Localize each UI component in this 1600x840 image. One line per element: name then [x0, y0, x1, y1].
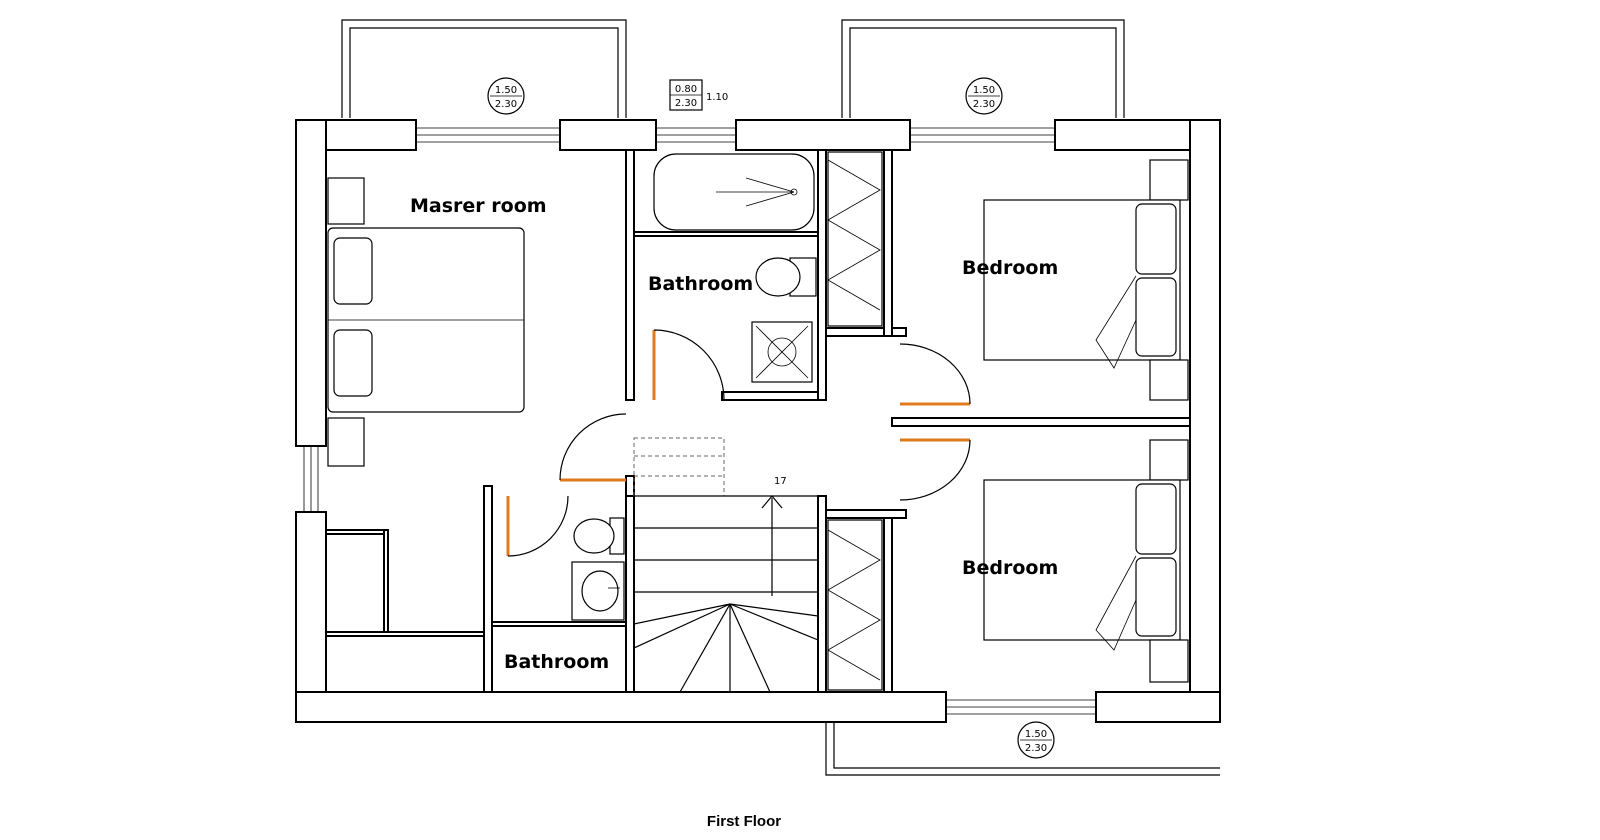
window-tag-bath: 0.80 2.30 1.10	[669, 79, 728, 111]
interior-walls	[325, 149, 1191, 693]
svg-text:1.50: 1.50	[495, 85, 517, 96]
svg-text:1.10: 1.10	[706, 92, 728, 103]
balcony-right	[841, 19, 1125, 118]
bed-lower	[983, 439, 1189, 683]
window-tag-balcony-bottom: 1.50 2.30	[1017, 721, 1055, 759]
svg-text:0.80: 0.80	[675, 84, 697, 95]
windows	[303, 127, 1096, 715]
room-label-bedroom-lower: Bedroom	[962, 557, 1058, 579]
shower-tray	[751, 321, 813, 383]
svg-text:2.30: 2.30	[973, 99, 995, 110]
balcony-bottom	[825, 722, 1220, 776]
bathtub	[653, 153, 815, 231]
wardrobe-lower	[827, 519, 883, 691]
room-label-bathroom-upper: Bathroom	[648, 273, 753, 295]
svg-text:1.50: 1.50	[973, 85, 995, 96]
toilet-upper	[755, 257, 817, 297]
bed-upper	[983, 159, 1189, 401]
staircase: 17	[633, 437, 819, 693]
room-label-master: Masrer room	[410, 195, 547, 217]
svg-text:2.30: 2.30	[675, 98, 697, 109]
plan-caption: First Floor	[707, 813, 781, 830]
svg-text:1.50: 1.50	[1025, 729, 1047, 740]
wardrobe-upper	[827, 151, 883, 327]
exterior-walls	[295, 119, 1221, 723]
svg-text:2.30: 2.30	[1025, 743, 1047, 754]
wash-basin	[571, 561, 625, 621]
doors	[506, 329, 971, 557]
window-tag-balcony-left: 1.50 2.30	[487, 77, 525, 115]
room-label-bedroom-upper: Bedroom	[962, 257, 1058, 279]
balcony-left	[341, 19, 627, 118]
toilet-lower	[573, 517, 625, 555]
master-bed	[327, 177, 525, 467]
svg-text:2.30: 2.30	[495, 99, 517, 110]
room-label-bathroom-lower: Bathroom	[504, 651, 609, 673]
window-tag-balcony-right: 1.50 2.30	[965, 77, 1003, 115]
stairs-step-count: 17	[774, 476, 787, 487]
